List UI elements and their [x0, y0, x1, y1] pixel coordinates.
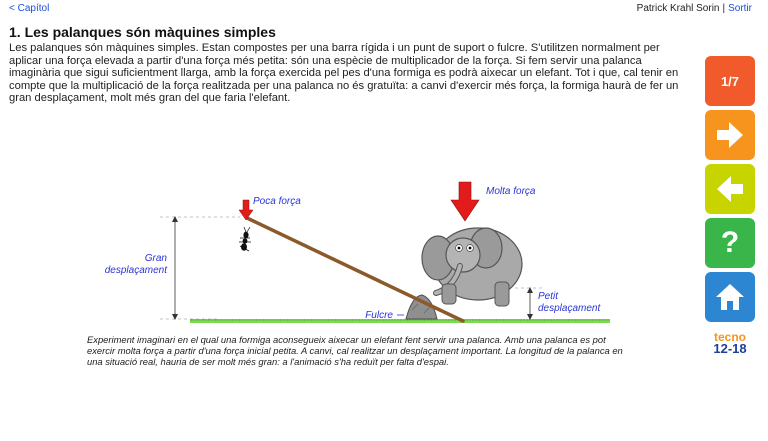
home-icon [716, 284, 744, 310]
fulcrum-label: Fulcre [365, 310, 393, 321]
small-force-arrow [238, 199, 254, 221]
big-force-arrow [450, 181, 480, 222]
user-name: Patrick Krahl Sorin [636, 3, 720, 14]
lever-bar [245, 216, 465, 323]
logout-link[interactable]: Sortir [728, 3, 752, 14]
previous-page-button[interactable] [705, 164, 755, 214]
page-counter: 1/7 [705, 56, 755, 106]
ground-grass [190, 319, 610, 323]
small-arrow-head-top [527, 287, 533, 293]
arrow-left-icon [717, 176, 743, 202]
home-button[interactable] [705, 272, 755, 322]
user-separator: | [722, 3, 726, 14]
large-arrow-head-bottom [172, 314, 178, 320]
logo-line1: tecno [713, 330, 746, 344]
large-displacement-label-line2: desplaçament [105, 265, 168, 276]
user-box: Patrick Krahl Sorin|Sortir [637, 3, 752, 14]
logo-line2: 12-18 [713, 341, 747, 356]
tecno-logo: tecno 12-18 [705, 330, 755, 356]
lever-diagram: Poca força Molta força Gran desplaçament… [105, 181, 610, 323]
lever-illustration: Poca força Molta força Gran desplaçament… [105, 178, 620, 334]
ant-figure [239, 226, 251, 252]
small-arrow-head-bottom [527, 314, 533, 320]
fulcrum-rock [405, 294, 438, 320]
top-bar: < Capítol Patrick Krahl Sorin|Sortir [0, 0, 768, 18]
fulcrum-rock-texture [411, 303, 431, 314]
lesson-paragraph: Les palanques són màquines simples. Esta… [9, 42, 679, 105]
small-displacement-label-line2: desplaçament [538, 303, 601, 314]
next-page-button[interactable] [705, 110, 755, 160]
small-force-label: Poca força [253, 196, 301, 207]
small-displacement-label-line1: Petit [538, 291, 559, 302]
back-to-chapter-link[interactable]: < Capítol [9, 3, 50, 14]
help-button[interactable]: ? [705, 218, 755, 268]
elephant-figure [421, 227, 523, 307]
large-displacement-label-line1: Gran [145, 253, 168, 264]
large-arrow-head-top [172, 216, 178, 222]
arrow-right-icon [717, 122, 743, 148]
figure-caption: Experiment imaginari en el qual una form… [87, 334, 623, 367]
page-title: 1. Les palanques són màquines simples [9, 24, 276, 40]
big-force-label: Molta força [486, 186, 536, 197]
